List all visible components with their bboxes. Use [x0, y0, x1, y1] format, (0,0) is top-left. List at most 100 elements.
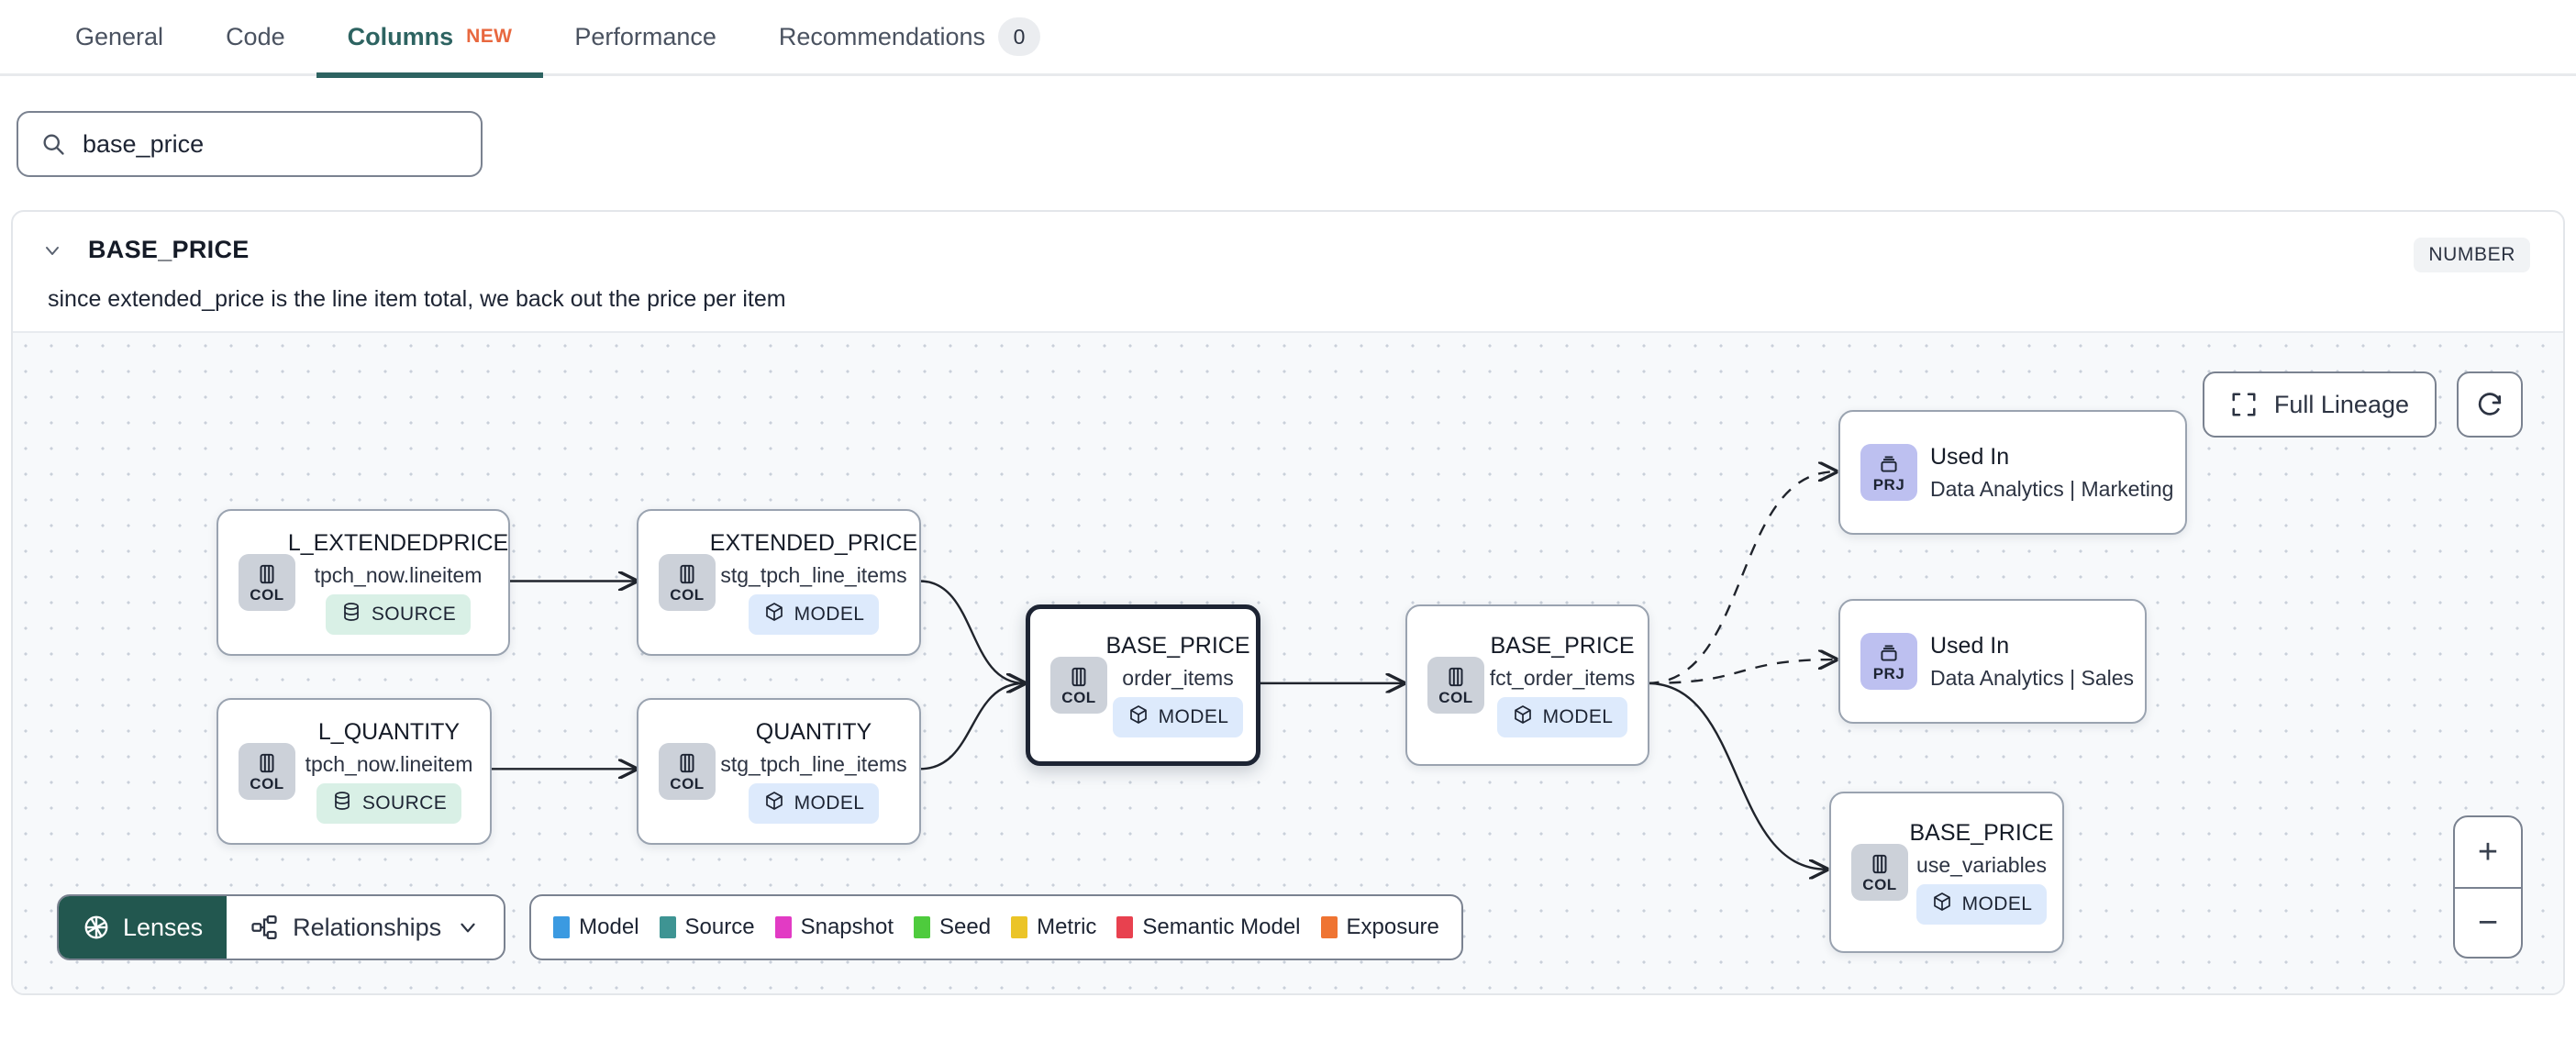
search-box[interactable] — [17, 111, 483, 177]
search-area — [0, 76, 2576, 177]
node-title: Used In — [1930, 632, 2010, 659]
lenses-button[interactable]: Lenses — [59, 896, 228, 959]
zoom-out-button[interactable]: − — [2455, 887, 2521, 957]
refresh-icon — [2475, 390, 2504, 419]
page-title: BASE_PRICE — [88, 236, 250, 263]
node-kind-label: COL — [250, 775, 284, 793]
node-type-label: MODEL — [1158, 706, 1229, 727]
lineage-top-controls: Full Lineage — [2202, 371, 2523, 438]
legend-swatch — [553, 916, 571, 938]
lineage-node[interactable]: PRJ Used In Data Analytics | Marketing — [1838, 410, 2187, 535]
legend-item: Model — [553, 914, 639, 940]
column-icon: COL — [659, 554, 716, 611]
lineage-edges — [491, 333, 2563, 993]
lineage-edge — [1647, 471, 1836, 685]
legend-item: Exposure — [1320, 914, 1439, 940]
node-type-label: MODEL — [794, 793, 865, 814]
node-type-tag: MODEL — [1915, 884, 2048, 925]
project-icon: PRJ — [1860, 633, 1917, 690]
search-input[interactable] — [81, 128, 459, 160]
column-description: since extended_price is the line item to… — [48, 286, 786, 312]
node-type-tag: MODEL — [1496, 697, 1628, 737]
legend-label: Exposure — [1346, 914, 1439, 939]
lenses-label: Lenses — [123, 913, 204, 941]
node-subtitle: fct_order_items — [1489, 666, 1636, 690]
node-subtitle: tpch_now.lineitem — [314, 563, 483, 587]
legend-item: Source — [659, 914, 755, 940]
node-body: Used In Data Analytics | Marketing — [1930, 443, 2174, 502]
node-kind-label: COL — [670, 775, 705, 793]
column-icon: COL — [1851, 844, 1908, 901]
node-kind-label: COL — [1862, 876, 1897, 893]
cube-icon — [763, 601, 785, 628]
full-lineage-label: Full Lineage — [2273, 390, 2409, 418]
expand-icon — [2230, 391, 2258, 418]
lineage-edge — [919, 580, 1025, 682]
relationships-dropdown[interactable]: Relationships — [227, 896, 504, 959]
project-icon: PRJ — [1860, 444, 1917, 501]
legend-swatch — [1116, 916, 1134, 938]
database-icon — [331, 790, 353, 817]
lenses-relationships-group: Lenses Relationships — [57, 894, 506, 960]
node-subtitle: tpch_now.lineitem — [305, 752, 473, 776]
lineage-edge — [1647, 682, 1827, 870]
node-type-label: MODEL — [1961, 893, 2033, 914]
legend-label: Snapshot — [800, 914, 894, 939]
legend-swatch — [1011, 916, 1028, 938]
refresh-button[interactable] — [2457, 371, 2523, 438]
legend-label: Seed — [939, 914, 992, 939]
tab-code[interactable]: Code — [194, 0, 316, 75]
node-kind-label: PRJ — [1872, 476, 1905, 493]
node-type-tag: SOURCE — [325, 594, 472, 635]
tab-label: General — [75, 22, 164, 50]
node-kind-label: COL — [1438, 689, 1473, 706]
node-title: EXTENDED_PRICE — [709, 530, 918, 556]
database-icon — [340, 601, 362, 628]
aperture-icon — [83, 914, 110, 941]
node-subtitle: Data Analytics | Marketing — [1930, 476, 2174, 501]
node-type-label: MODEL — [1542, 706, 1614, 727]
tab-count-badge: 0 — [998, 17, 1041, 56]
node-type-tag: MODEL — [748, 783, 880, 824]
node-kind-label: COL — [670, 586, 705, 604]
legend-item: Seed — [914, 914, 991, 940]
node-title: Used In — [1930, 443, 2010, 470]
legend-item: Semantic Model — [1116, 914, 1301, 940]
zoom-in-button[interactable]: + — [2477, 832, 2499, 871]
legend-label: Metric — [1037, 914, 1097, 939]
full-lineage-button[interactable]: Full Lineage — [2202, 371, 2437, 438]
legend-swatch — [659, 916, 676, 938]
node-title: L_QUANTITY — [317, 719, 461, 745]
node-title: QUANTITY — [755, 719, 872, 745]
chevron-down-icon[interactable] — [40, 238, 64, 262]
legend-label: Semantic Model — [1142, 914, 1301, 939]
lineage-legend: Model Source Snapshot Seed Metric Semantic Mo… — [529, 894, 1463, 960]
node-subtitle: use_variables — [1916, 853, 2047, 877]
tab-label: Columns — [347, 22, 454, 50]
tab-general[interactable]: General — [44, 0, 194, 75]
relationships-label: Relationships — [293, 913, 442, 941]
cube-icon — [1127, 704, 1149, 731]
tab-performance[interactable]: Performance — [543, 0, 748, 75]
node-subtitle: stg_tpch_line_items — [720, 563, 907, 587]
node-type-label: MODEL — [794, 604, 865, 625]
